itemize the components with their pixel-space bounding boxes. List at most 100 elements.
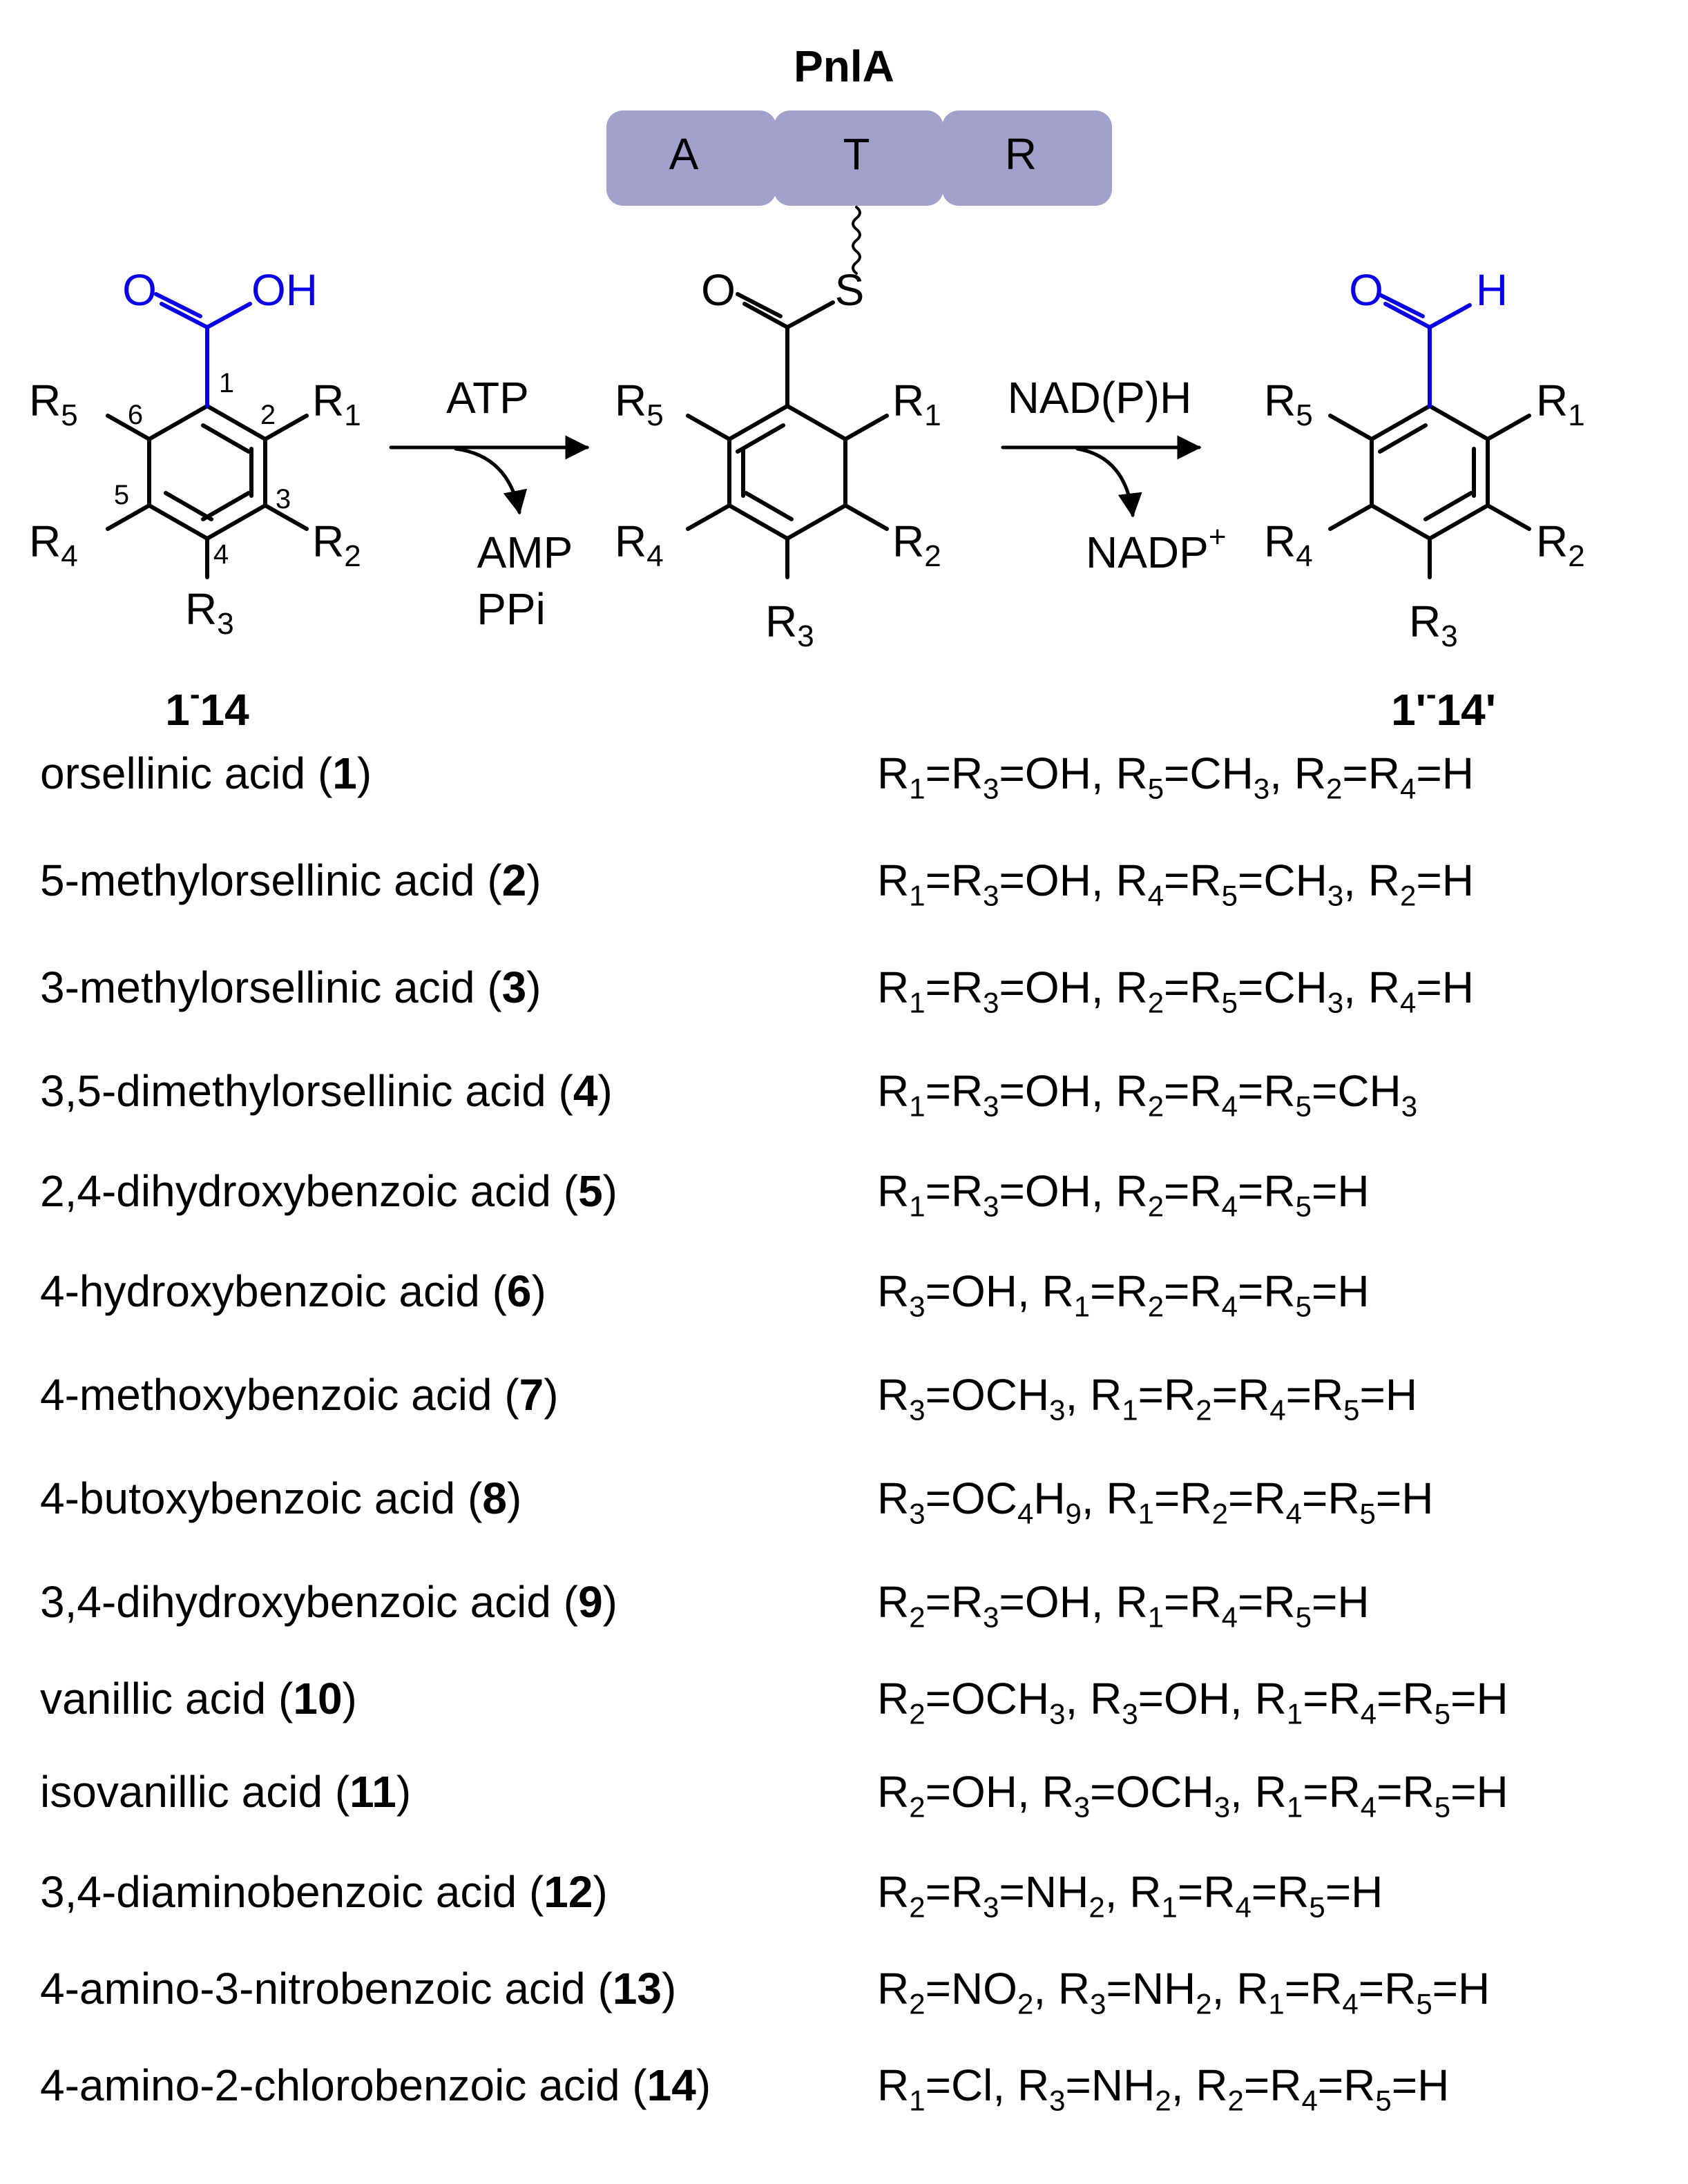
compound-name-text: 5-methylorsellinic acid (: [40, 856, 502, 905]
compound-number: 8: [482, 1473, 507, 1523]
compound-row: 3,4-diaminobenzoic acid (12) R2=R3=NH2, R…: [0, 1844, 1688, 1940]
compound-row: 3,5-dimethylorsellinic acid (4) R1=R3=OH,…: [0, 1043, 1688, 1139]
compound-name-text: vanillic acid (: [40, 1674, 294, 1723]
thioester-sulfur: S: [835, 265, 865, 315]
thioester-r2: R2: [892, 516, 941, 573]
substrate-r1: R1: [312, 376, 361, 432]
compound-close-paren: ): [593, 1867, 608, 1917]
compound-close-paren: ): [544, 1370, 559, 1420]
compound-number: 1: [332, 748, 357, 798]
compound-number: 9: [578, 1577, 603, 1627]
substrate-r3: R3: [185, 584, 234, 641]
compound-name: 4-butoxybenzoic acid (8): [40, 1450, 521, 1547]
compound-name: 2,4-dihydroxybenzoic acid (5): [40, 1143, 617, 1239]
compound-name-text: 3,4-dihydroxybenzoic acid (: [40, 1577, 579, 1627]
domain-t-label: T: [843, 129, 870, 179]
compound-number: 14: [646, 2060, 696, 2110]
compound-name: 4-amino-3-nitrobenzoic acid (13): [40, 1940, 676, 2037]
compound-substituents: R1=R3=OH, R5=CH3, R2=R4=H: [877, 748, 1474, 805]
substrate-structure: [106, 292, 309, 579]
compound-close-paren: ): [602, 1166, 617, 1216]
step2-byproduct-nadp: NADP+: [1086, 520, 1227, 577]
compound-substituents: R1=R3=OH, R2=R4=R5=CH3: [877, 1066, 1418, 1123]
thioester-r-groups: R5 R1 R4 R2 R3: [615, 376, 941, 653]
step1-byproduct-amp: AMP: [477, 528, 573, 577]
compound-name-text: 3,4-diaminobenzoic acid (: [40, 1867, 544, 1917]
product-r4: R4: [1264, 516, 1313, 573]
compound-row: 4-methoxybenzoic acid (7) R3=OCH3, R1=R2=…: [0, 1346, 1688, 1443]
compound-close-paren: ): [662, 1964, 677, 2013]
product-carbonyl-o: O: [1349, 265, 1383, 315]
compound-number: 10: [293, 1674, 343, 1723]
compound-name-text: 4-butoxybenzoic acid (: [40, 1473, 483, 1523]
compound-row: 4-butoxybenzoic acid (8) R3=OC4H9, R1=R2=…: [0, 1450, 1688, 1547]
compound-name-text: 2,4-dihydroxybenzoic acid (: [40, 1166, 579, 1216]
compound-close-paren: ): [526, 856, 541, 905]
compound-number: 12: [544, 1867, 593, 1917]
compound-name: 5-methylorsellinic acid (2): [40, 832, 541, 929]
compound-substituents: R1=R3=OH, R2=R5=CH3, R4=H: [877, 963, 1474, 1019]
product-r5: R5: [1264, 376, 1313, 432]
compound-substituents: R2=OH, R3=OCH3, R1=R4=R5=H: [877, 1767, 1508, 1824]
ring-number-4: 4: [213, 539, 229, 570]
thioester-structure: [686, 206, 889, 579]
product-r2: R2: [1536, 516, 1585, 573]
compound-close-paren: ): [396, 1767, 412, 1817]
ring-number-2: 2: [260, 400, 276, 430]
substrate-r5: R5: [29, 376, 78, 432]
compound-row: 4-amino-2-chlorobenzoic acid (14) R1=Cl, …: [0, 2037, 1688, 2134]
product-aldehyde-h: H: [1476, 265, 1508, 315]
enzyme-name: PnlA: [794, 41, 894, 91]
compound-number: 5: [578, 1166, 603, 1216]
domain-t-box: [774, 110, 943, 206]
compound-close-paren: ): [696, 2060, 711, 2110]
compound-name-text: 4-hydroxybenzoic acid (: [40, 1266, 507, 1316]
compound-name: 4-amino-2-chlorobenzoic acid (14): [40, 2037, 711, 2134]
compound-substituents: R2=R3=NH2, R1=R4=R5=H: [877, 1867, 1383, 1924]
compound-number: 7: [519, 1370, 544, 1420]
compound-row: isovanillic acid (11) R2=OH, R3=OCH3, R1=…: [0, 1743, 1688, 1840]
reaction-scheme: PnlA A T R O OH 1 2 3 4 5 6 R5: [29, 41, 1585, 735]
compound-row: 4-hydroxybenzoic acid (6)R3=OH, R1=R2=R4…: [0, 1243, 1688, 1340]
compound-close-paren: ): [526, 963, 541, 1012]
compound-name: 3,5-dimethylorsellinic acid (4): [40, 1043, 613, 1139]
compound-name-text: orsellinic acid (: [40, 748, 333, 798]
thioester-r5: R5: [615, 376, 664, 432]
substrate-r2: R2: [312, 516, 361, 573]
step1-reagent-atp: ATP: [446, 373, 529, 423]
substrate-label: 1-14: [165, 677, 249, 735]
compound-substituents: R3=OH, R1=R2=R4=R5=H: [877, 1266, 1370, 1323]
product-r3: R3: [1409, 597, 1458, 653]
substrate-carbonyl-o: O: [122, 265, 157, 315]
ring-number-1: 1: [219, 368, 234, 398]
ring-number-5: 5: [114, 480, 129, 510]
compound-name: 3,4-dihydroxybenzoic acid (9): [40, 1554, 617, 1650]
compound-number: 11: [349, 1767, 396, 1817]
compound-close-paren: ): [597, 1066, 613, 1116]
compound-close-paren: ): [506, 1473, 522, 1523]
domain-r-label: R: [1005, 129, 1037, 179]
compound-name: 3-methylorsellinic acid (3): [40, 939, 541, 1036]
compound-number: 2: [501, 856, 527, 905]
compound-substituents: R1=Cl, R3=NH2, R2=R4=R5=H: [877, 2060, 1450, 2117]
compound-substituents: R2=NO2, R3=NH2, R1=R4=R5=H: [877, 1964, 1490, 2020]
compound-substituents: R3=OC4H9, R1=R2=R4=R5=H: [877, 1473, 1434, 1530]
domain-r-box: [942, 110, 1112, 206]
compound-number: 13: [612, 1964, 662, 2013]
compound-number: 4: [573, 1066, 598, 1116]
compound-row: 5-methylorsellinic acid (2)R1=R3=OH, R4=…: [0, 832, 1688, 929]
ring-number-3: 3: [276, 484, 291, 514]
compound-substituents: R3=OCH3, R1=R2=R4=R5=H: [877, 1370, 1418, 1427]
compound-name: orsellinic acid (1): [40, 725, 372, 822]
substrate-r-groups: R5 R1 R4 R2 R3: [29, 376, 361, 641]
compound-name-text: 4-amino-3-nitrobenzoic acid (: [40, 1964, 613, 2013]
compound-substituents: R1=R3=OH, R2=R4=R5=H: [877, 1166, 1370, 1223]
product-structure: [1328, 292, 1531, 579]
compound-close-paren: ): [356, 748, 372, 798]
compound-close-paren: ): [531, 1266, 546, 1316]
compound-name: 3,4-diaminobenzoic acid (12): [40, 1844, 608, 1940]
compound-name-text: 4-methoxybenzoic acid (: [40, 1370, 519, 1420]
compound-name: isovanillic acid (11): [40, 1743, 411, 1840]
compound-close-paren: ): [342, 1674, 357, 1723]
thioester-r4: R4: [615, 516, 664, 573]
